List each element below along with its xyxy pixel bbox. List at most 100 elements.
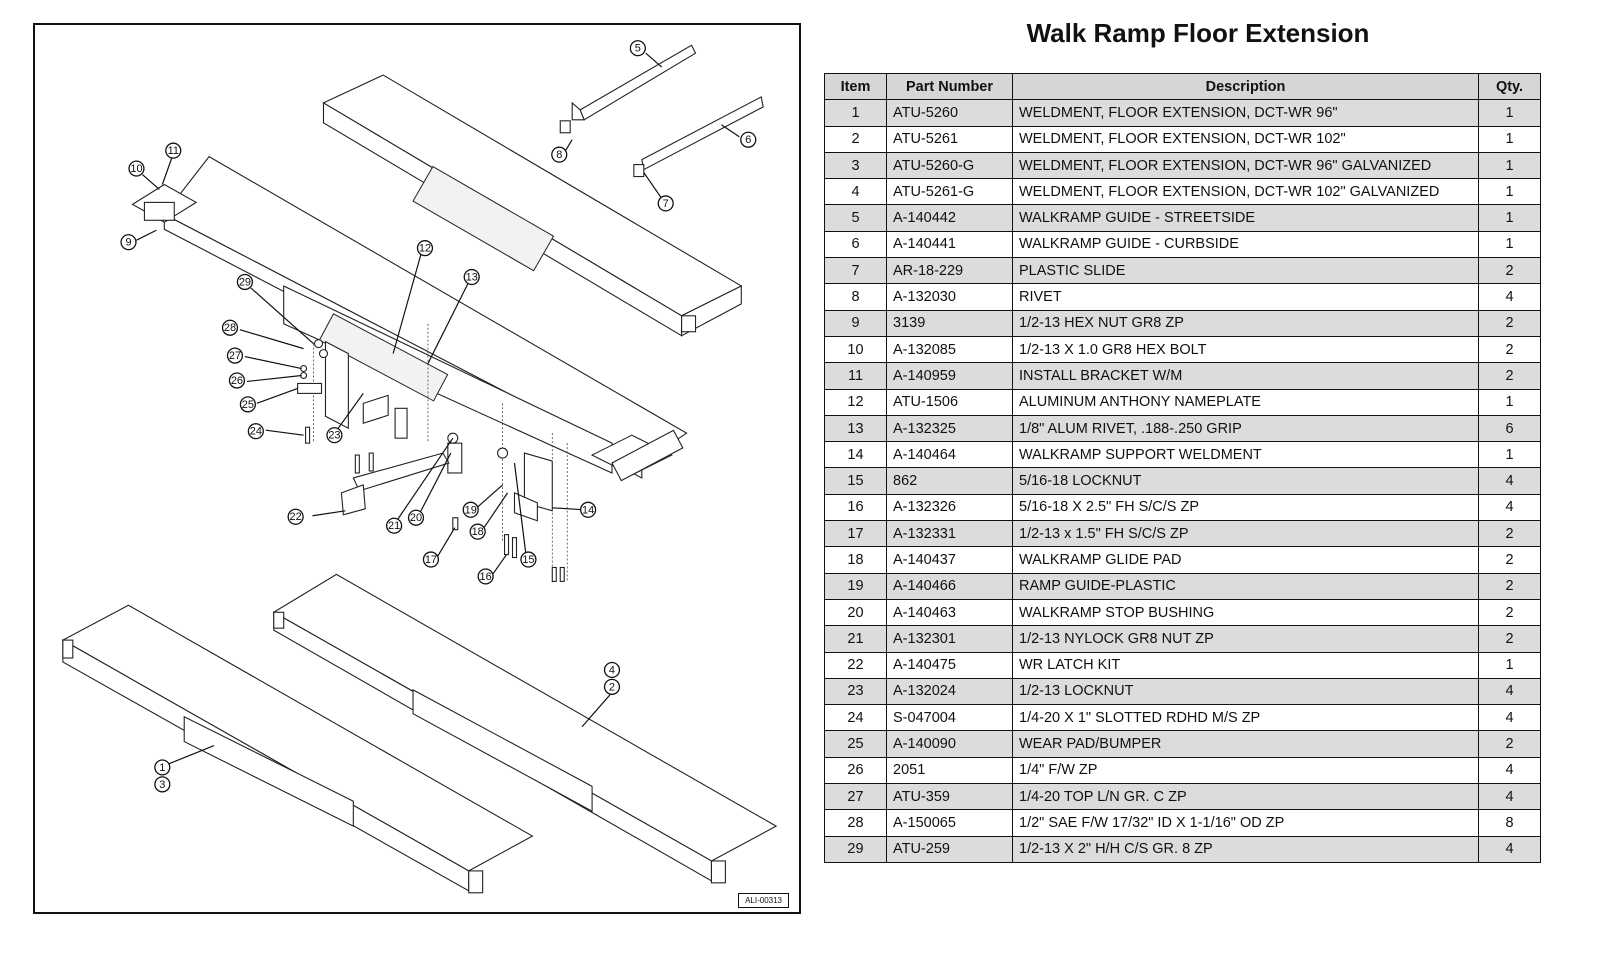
table-cell-item: 27 (824, 783, 887, 811)
callout-balloon: 11 (165, 142, 182, 159)
table-cell-qty: 1 (1478, 388, 1541, 416)
table-cell-qty: 4 (1478, 756, 1541, 785)
lower-left-panel (61, 604, 534, 894)
table-cell-part-number: A-132326 (886, 493, 1013, 522)
table-cell-qty: 2 (1478, 730, 1541, 758)
table-cell-qty: 2 (1478, 309, 1541, 337)
callout-balloon: 16 (477, 568, 494, 585)
callout-label: 3 (159, 779, 165, 791)
table-cell-item: 5 (824, 204, 887, 232)
table-cell-qty: 4 (1478, 677, 1541, 706)
table-cell-qty: 1 (1478, 204, 1541, 232)
table-cell-item: 6 (824, 230, 887, 259)
table-cell-item: 21 (824, 625, 887, 653)
lower-right-panel (272, 573, 778, 884)
table-header-row: Item Part Number Description Qty. (824, 72, 1541, 101)
table-cell-item: 3 (824, 151, 887, 180)
header-item: Item (824, 72, 887, 101)
table-cell-part-number: S-047004 (886, 704, 1013, 732)
table-cell-description: 5/16-18 LOCKNUT (1012, 467, 1479, 495)
table-cell-description: 1/2-13 x 1.5" FH S/C/S ZP (1012, 520, 1479, 548)
page-title: Walk Ramp Floor Extension (1026, 18, 1370, 48)
callout-balloon: 20 (407, 509, 425, 526)
callout-balloon: 13 (463, 268, 480, 286)
table-cell-qty: 2 (1478, 598, 1541, 627)
table-cell-qty: 8 (1478, 809, 1541, 837)
table-cell-item: 17 (824, 520, 887, 548)
table-cell-qty: 2 (1478, 335, 1541, 364)
callout-balloon: 22 (287, 508, 304, 525)
callout-balloon: 5 (629, 40, 646, 57)
callout-label: 6 (745, 134, 751, 146)
callout-label: 1 (159, 762, 165, 774)
table-cell-qty: 2 (1478, 362, 1541, 390)
table-cell-description: 1/2" SAE F/W 17/32" ID X 1-1/16" OD ZP (1012, 809, 1479, 837)
table-cell-part-number: AR-18-229 (886, 257, 1013, 285)
table-cell-description: 1/2-13 NYLOCK GR8 NUT ZP (1012, 625, 1479, 653)
callout-label: 22 (290, 511, 302, 523)
table-cell-part-number: A-132325 (886, 414, 1013, 443)
callout-label: 25 (242, 399, 254, 411)
table-cell-qty: 1 (1478, 99, 1541, 127)
drawing-id-label: ALI-00313 (738, 893, 789, 908)
callout-balloon: 6 (740, 131, 757, 148)
callout-balloon: 8 (551, 146, 568, 163)
callout-label: 27 (229, 350, 241, 362)
table-cell-description: PLASTIC SLIDE (1012, 257, 1479, 285)
callout-label: 19 (465, 504, 477, 516)
table-cell-item: 25 (824, 730, 887, 758)
table-cell-qty: 4 (1478, 283, 1541, 311)
table-cell-description: WALKRAMP GLIDE PAD (1012, 546, 1479, 574)
table-cell-part-number: A-140441 (886, 230, 1013, 259)
table-cell-description: RAMP GUIDE-PLASTIC (1012, 572, 1479, 600)
table-cell-part-number: A-150065 (886, 809, 1013, 837)
callout-balloon: 25 (239, 396, 256, 413)
table-cell-description: 1/2-13 X 2" H/H C/S GR. 8 ZP (1012, 835, 1479, 863)
callout-balloon: 18 (469, 523, 486, 540)
table-cell-item: 11 (824, 362, 887, 390)
table-cell-item: 23 (824, 677, 887, 706)
table-cell-item: 13 (824, 414, 887, 443)
callout-label: 21 (388, 520, 400, 532)
callout-label: 20 (410, 512, 422, 524)
callout-label: 13 (466, 272, 478, 284)
table-cell-description: 1/2-13 LOCKNUT (1012, 677, 1479, 706)
table-cell-item: 16 (824, 493, 887, 522)
table-cell-item: 19 (824, 572, 887, 600)
callout-balloon: 12 (416, 240, 434, 257)
table-cell-qty: 1 (1478, 651, 1541, 679)
table-cell-part-number: ATU-5261-G (886, 178, 1013, 206)
table-cell-qty: 1 (1478, 151, 1541, 180)
callout-label: 29 (239, 276, 251, 288)
callout-balloon: 27 (226, 347, 244, 364)
table-cell-part-number: A-140437 (886, 546, 1013, 574)
table-cell-description: ALUMINUM ANTHONY NAMEPLATE (1012, 388, 1479, 416)
callout-label: 15 (522, 554, 534, 566)
table-cell-description: INSTALL BRACKET W/M (1012, 362, 1479, 390)
table-cell-item: 20 (824, 598, 887, 627)
callout-balloon: 4 (603, 661, 621, 679)
table-cell-part-number: ATU-359 (886, 783, 1013, 811)
table-cell-item: 24 (824, 704, 887, 732)
table-cell-description: 1/4-20 TOP L/N GR. C ZP (1012, 783, 1479, 811)
table-cell-qty: 6 (1478, 414, 1541, 443)
table-cell-description: WELDMENT, FLOOR EXTENSION, DCT-WR 102" G… (1012, 178, 1479, 206)
callout-label: 26 (231, 375, 243, 387)
callout-label: 17 (425, 554, 437, 566)
callout-balloon: 19 (462, 501, 479, 518)
table-cell-item: 15 (824, 467, 887, 495)
